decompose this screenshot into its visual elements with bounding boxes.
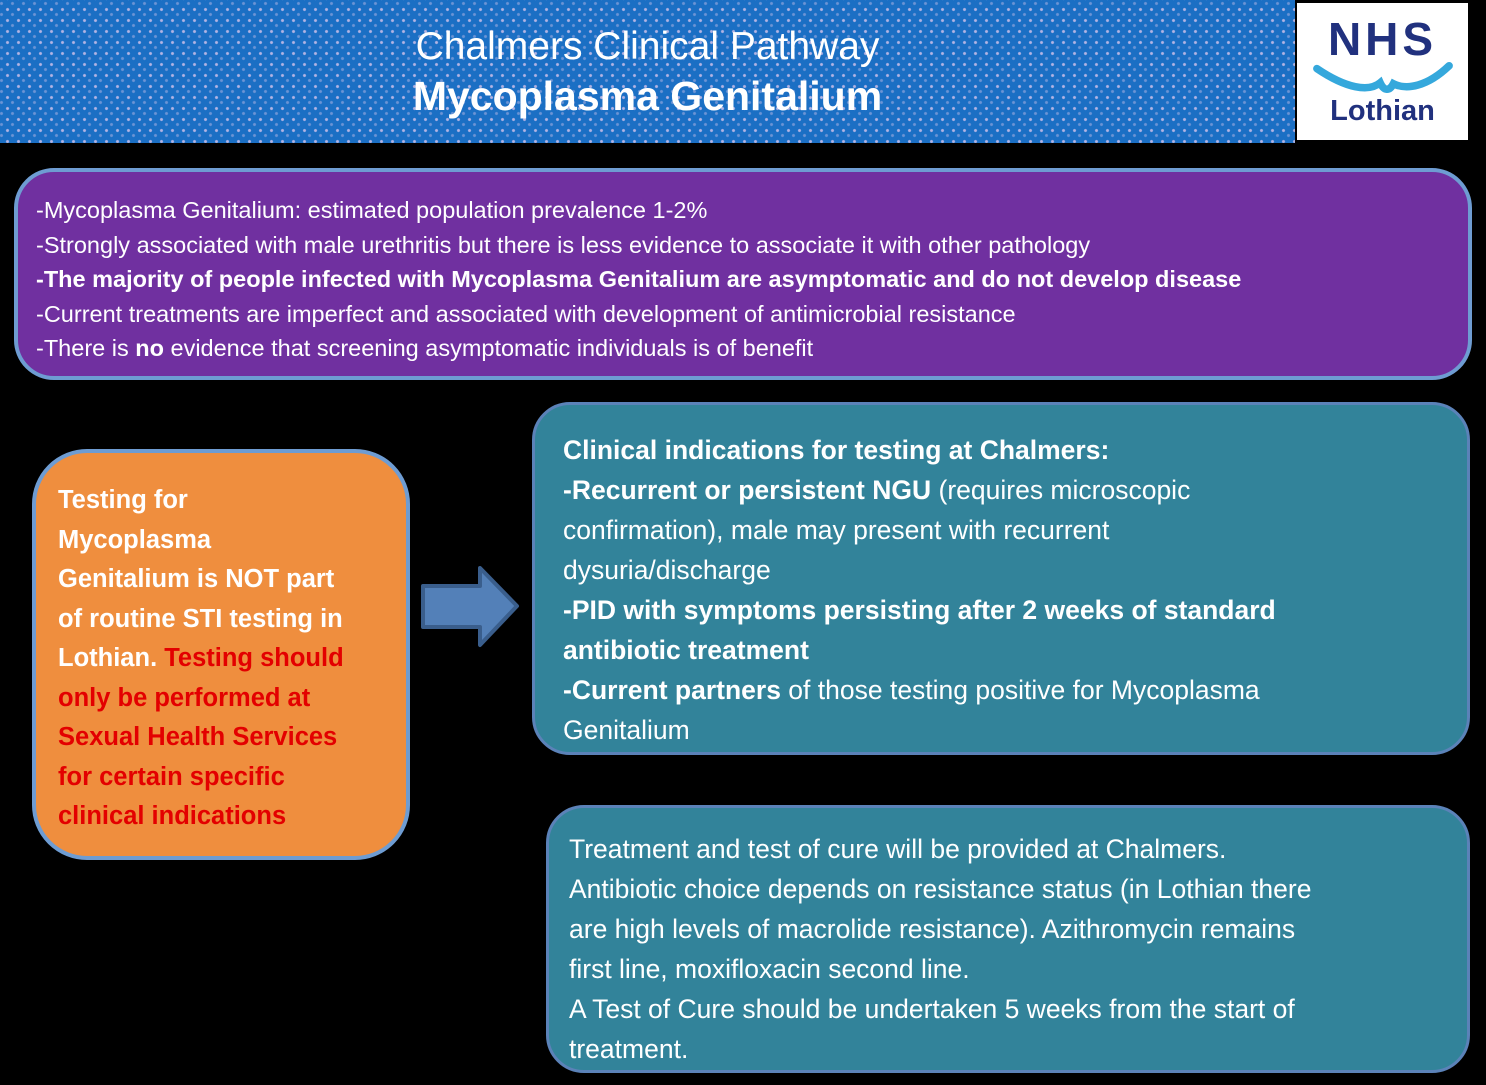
text-line: Antibiotic choice depends on resistance … — [569, 874, 1312, 904]
text-line: Clinical indications for testing at Chal… — [563, 435, 1110, 465]
text-line: Mycoplasma — [58, 525, 212, 554]
text-line: are high levels of macrolide resistance)… — [569, 914, 1296, 944]
text-line: Genitalium is NOT part — [58, 565, 335, 593]
nhs-logo-region: Lothian — [1330, 94, 1435, 127]
text-line: Treatment and test of cure will be provi… — [569, 834, 1227, 864]
treatment-info-box: Treatment and test of cure will be provi… — [546, 805, 1470, 1073]
text-line: A Test of Cure should be undertaken 5 we… — [569, 994, 1295, 1024]
text-line: -The majority of people infected with My… — [36, 266, 1242, 292]
flow-arrow-right-icon — [421, 564, 520, 651]
text-line: confirmation), male may present with rec… — [563, 515, 1110, 545]
text-line: -Recurrent or persistent NGU (requires m… — [563, 475, 1191, 505]
text-line: first line, moxifloxacin second line. — [569, 954, 970, 984]
clinical-indications-box: Clinical indications for testing at Chal… — [532, 402, 1470, 755]
text-line: of routine STI testing in — [58, 604, 343, 633]
text-line: clinical indications — [58, 802, 287, 830]
header-band: Chalmers Clinical Pathway Mycoplasma Gen… — [0, 0, 1295, 143]
nhs-lothian-logo: NHS Lothian — [1297, 3, 1468, 140]
text-line: -Current treatments are imperfect and as… — [36, 300, 1016, 327]
text-line: dysuria/discharge — [563, 555, 771, 585]
text-line: Genitalium — [563, 715, 690, 745]
key-facts-box: -Mycoplasma Genitalium: estimated popula… — [14, 168, 1472, 380]
text-line: -Strongly associated with male urethriti… — [36, 231, 1091, 258]
text-line: -Mycoplasma Genitalium: estimated popula… — [36, 197, 708, 223]
nhs-logo-text: NHS — [1327, 12, 1438, 65]
text-line: only be performed at — [58, 683, 311, 712]
text-line: Sexual Health Services — [58, 723, 338, 751]
page-title-line1: Chalmers Clinical Pathway — [415, 24, 880, 68]
text-line: treatment. — [569, 1034, 689, 1064]
nhs-swoosh-icon — [1311, 61, 1455, 96]
page-title-line2: Mycoplasma Genitalium — [412, 72, 883, 119]
text-line: -Current partners of those testing posit… — [563, 675, 1260, 705]
text-line: antibiotic treatment — [563, 635, 809, 665]
text-line: Lothian. Testing should — [58, 644, 344, 672]
text-line: Testing for — [58, 486, 188, 514]
text-line: -There is no evidence that screening asy… — [36, 335, 814, 361]
text-line: -PID with symptoms persisting after 2 we… — [563, 595, 1276, 625]
text-line: for certain specific — [58, 762, 285, 791]
